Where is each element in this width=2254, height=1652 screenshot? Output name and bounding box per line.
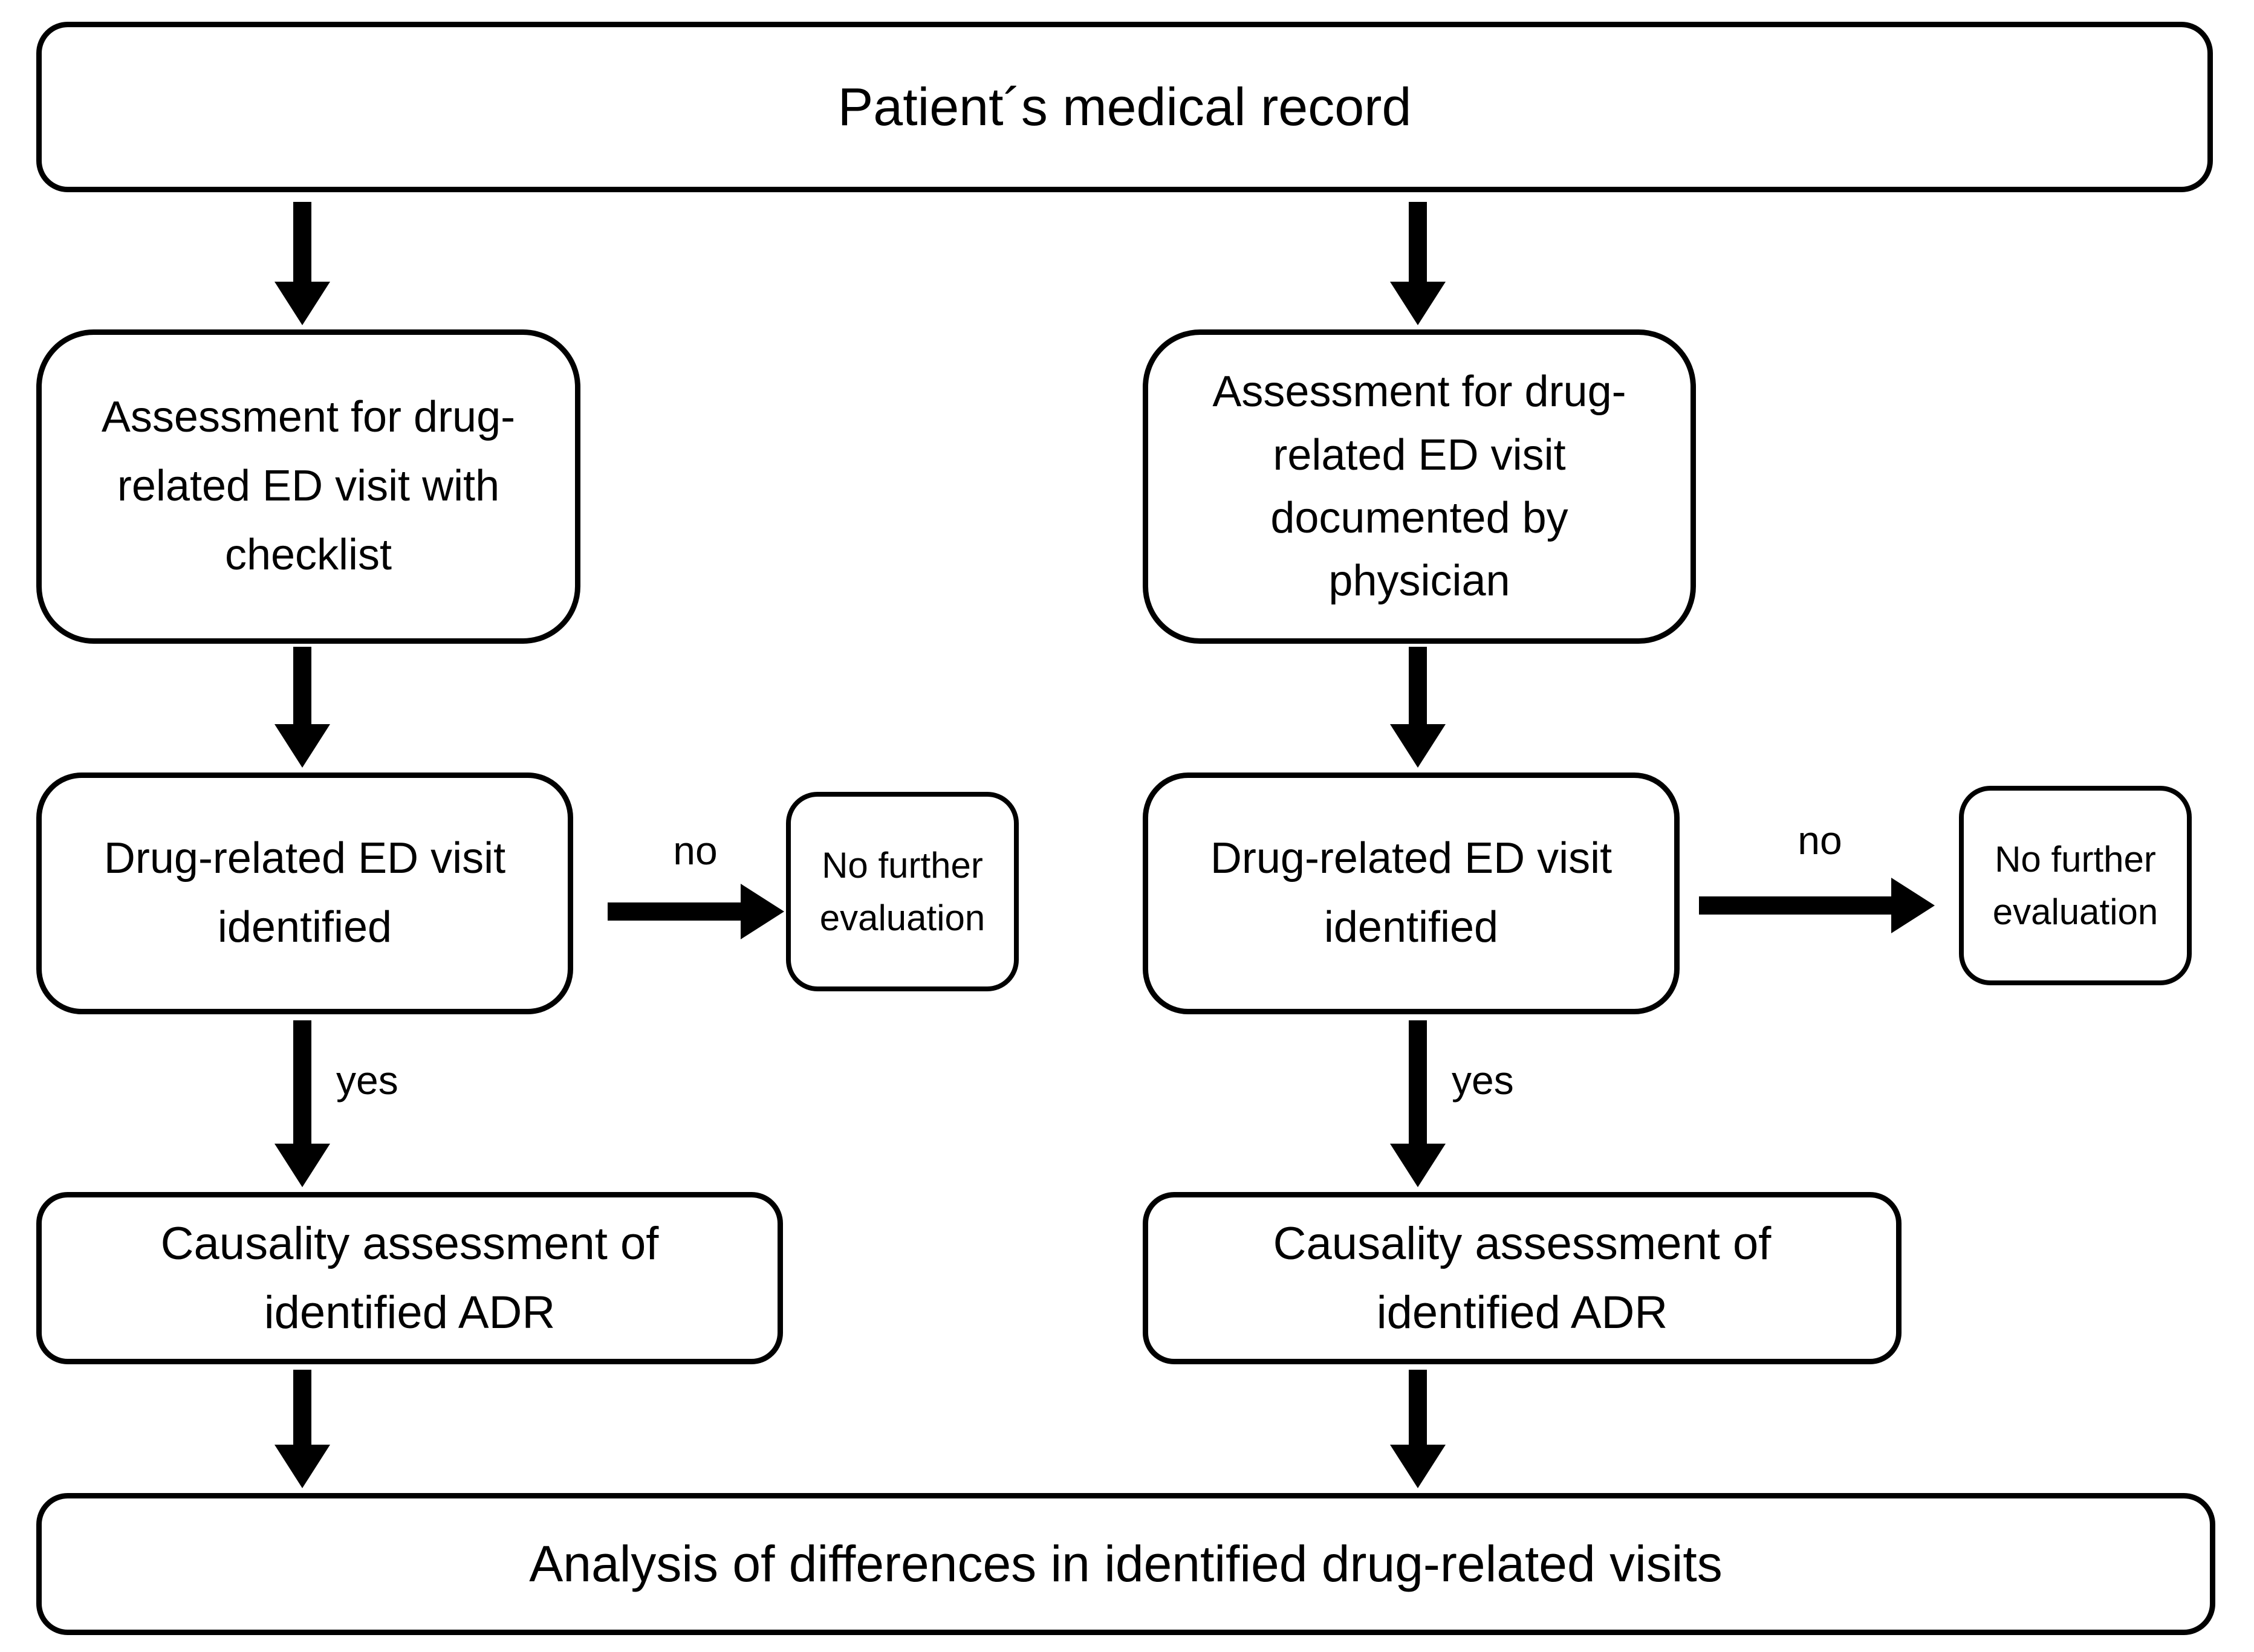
edge-label-right-yes: yes [1452,1058,1514,1103]
arrow-shaft [1409,1370,1427,1445]
node-left-causality-assessment: Causality assessment of identified ADR [36,1192,783,1364]
arrow-head [274,282,330,325]
arrow-shaft [293,202,311,282]
node-right-no-further-evaluation: No further evaluation [1959,786,2192,985]
arrow-head [1390,1445,1446,1488]
arrow-right-no-to-no-further-icon [1699,878,1935,933]
arrow-shaft [1699,896,1891,915]
node-right-drug-related-visit-identified: Drug-related ED visit identified [1143,773,1680,1014]
node-right-assessment-physician: Assessment for drug- related ED visit do… [1143,329,1696,644]
arrow-right-causality-to-analysis-icon [1390,1370,1446,1488]
node-right-causality-assessment: Causality assessment of identified ADR [1143,1192,1902,1364]
arrow-head [1390,282,1446,325]
arrow-left-no-to-no-further-icon [608,884,784,939]
arrow-right-yes-to-causality-icon [1390,1020,1446,1187]
edge-label-right-no: no [1798,818,1842,863]
arrow-shaft [1409,1020,1427,1144]
arrow-shaft [293,1020,311,1144]
arrow-shaft [1409,202,1427,282]
node-patients-medical-record: Patient´s medical record [36,22,2213,192]
edge-label-left-yes: yes [336,1058,398,1103]
arrow-left-yes-to-causality-icon [274,1020,330,1187]
node-left-no-further-evaluation: No further evaluation [786,792,1019,991]
arrow-head [274,1445,330,1488]
arrow-record-to-right-assessment-icon [1390,202,1446,325]
node-left-drug-related-visit-identified: Drug-related ED visit identified [36,773,573,1014]
arrow-left-assessment-to-identified-icon [274,647,330,768]
arrow-shaft [1409,647,1427,724]
arrow-shaft [608,902,741,921]
arrow-head [1390,1144,1446,1187]
arrow-shaft [293,1370,311,1445]
arrow-head [274,1144,330,1187]
arrow-right-assessment-to-identified-icon [1390,647,1446,768]
arrow-left-causality-to-analysis-icon [274,1370,330,1488]
arrow-shaft [293,647,311,724]
edge-label-left-no: no [673,828,718,873]
node-left-assessment-checklist: Assessment for drug- related ED visit wi… [36,329,580,644]
arrow-head [1891,878,1935,933]
arrow-head [274,724,330,768]
arrow-head [741,884,784,939]
arrow-head [1390,724,1446,768]
node-analysis-of-differences: Analysis of differences in identified dr… [36,1493,2215,1635]
arrow-record-to-left-assessment-icon [274,202,330,325]
